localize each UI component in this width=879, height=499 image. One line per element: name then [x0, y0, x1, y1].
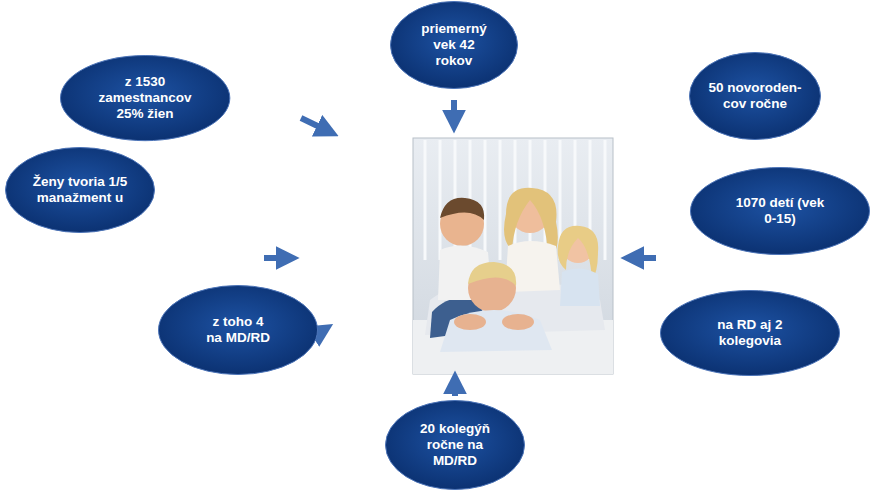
info-ellipse: 1070 detí (vek 0-15) [690, 167, 870, 255]
node-label: 20 kolegýň ročne na MD/RD [414, 421, 496, 469]
pointer-arrow [301, 118, 330, 132]
ellipse-text: na RD aj 2 kolegovia [708, 317, 793, 349]
ellipse-text: 20 kolegýň ročne na MD/RD [414, 421, 496, 469]
ellipse-text: Ženy tvoria 1/5 manažment u [28, 174, 132, 206]
node-label: z 1530 zamestnancov 25% žien [89, 74, 201, 122]
pointer-arrow [452, 380, 458, 396]
node-label: 50 novoroden- cov ročne [707, 80, 803, 112]
info-ellipse: z toho 4 na MD/RD [158, 285, 318, 375]
info-ellipse: 20 kolegýň ročne na MD/RD [385, 400, 525, 490]
pointer-arrows [264, 100, 656, 396]
info-ellipse: na RD aj 2 kolegovia [660, 290, 840, 376]
node-label: 1070 detí (vek 0-15) [735, 195, 825, 227]
node-label: na RD aj 2 kolegovia [708, 317, 793, 349]
ellipse-text: z 1530 zamestnancov 25% žien [89, 74, 201, 122]
node-label: Ženy tvoria 1/5 manažment u [28, 174, 132, 206]
pointer-arrow [630, 255, 656, 261]
info-ellipse: z 1530 zamestnancov 25% žien [60, 55, 230, 141]
info-ellipse: 50 novoroden- cov ročne [689, 52, 821, 140]
info-ellipse: priemerný vek 42 rokov [390, 1, 518, 89]
ellipse-text: 1070 detí (vek 0-15) [735, 195, 825, 227]
ellipse-text: z toho 4 na MD/RD [203, 314, 273, 346]
info-ellipse: Ženy tvoria 1/5 manažment u [5, 147, 155, 233]
node-label: priemerný vek 42 rokov [414, 21, 494, 69]
node-label: z toho 4 na MD/RD [203, 314, 273, 346]
pointer-arrow [451, 100, 457, 124]
ellipse-text: 50 novoroden- cov ročne [707, 80, 803, 112]
pointer-arrow [264, 255, 290, 261]
ellipse-text: priemerný vek 42 rokov [414, 21, 494, 69]
family-photo [413, 138, 613, 374]
